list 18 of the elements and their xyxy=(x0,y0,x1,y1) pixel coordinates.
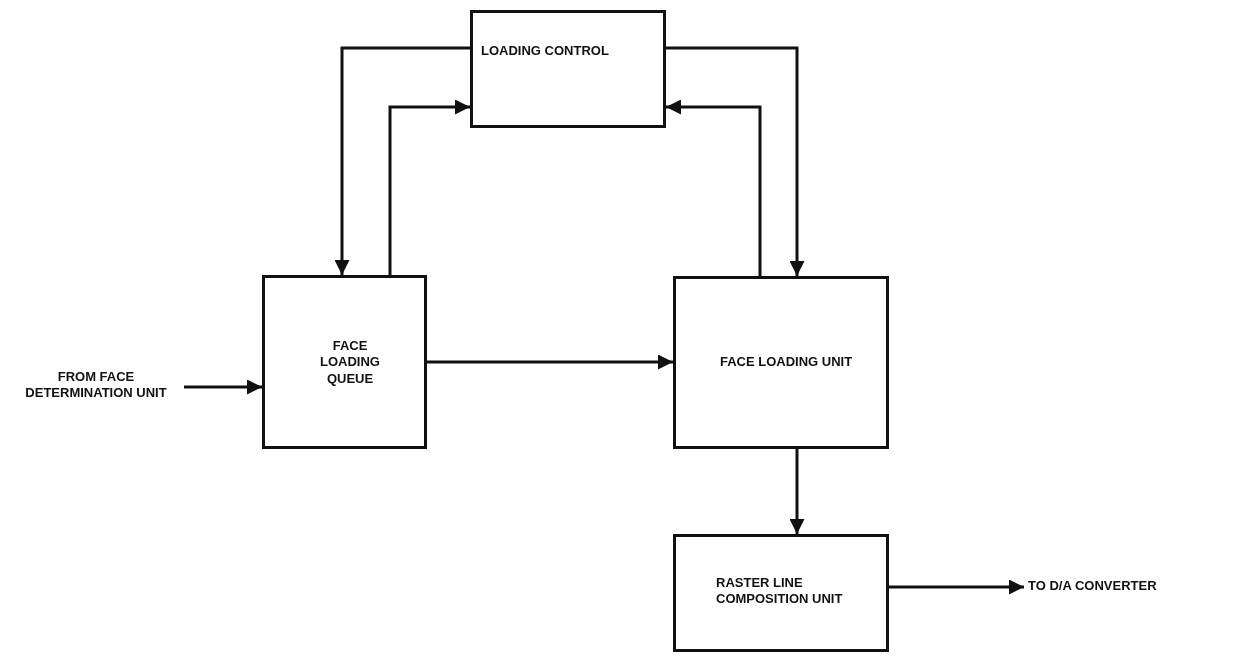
arrow xyxy=(666,99,762,276)
arrow xyxy=(334,46,470,275)
arrow xyxy=(666,46,805,276)
process-box xyxy=(470,10,666,128)
destination-label: TO D/A CONVERTER xyxy=(1028,578,1158,595)
process-box xyxy=(673,534,889,652)
arrow xyxy=(184,379,262,395)
box-label: LOADING CONTROL xyxy=(481,43,610,60)
arrow xyxy=(789,449,805,534)
box-label: RASTER LINE COMPOSITION UNIT xyxy=(716,575,844,608)
box-label: FACE LOADING UNIT xyxy=(718,354,854,371)
source-label: FROM FACE DETERMINATION UNIT xyxy=(24,369,168,402)
process-box xyxy=(262,275,427,449)
arrow xyxy=(889,579,1024,595)
process-box xyxy=(673,276,889,449)
arrow xyxy=(427,354,673,370)
box-label: FACE LOADING QUEUE xyxy=(319,338,381,387)
arrow xyxy=(388,99,470,275)
